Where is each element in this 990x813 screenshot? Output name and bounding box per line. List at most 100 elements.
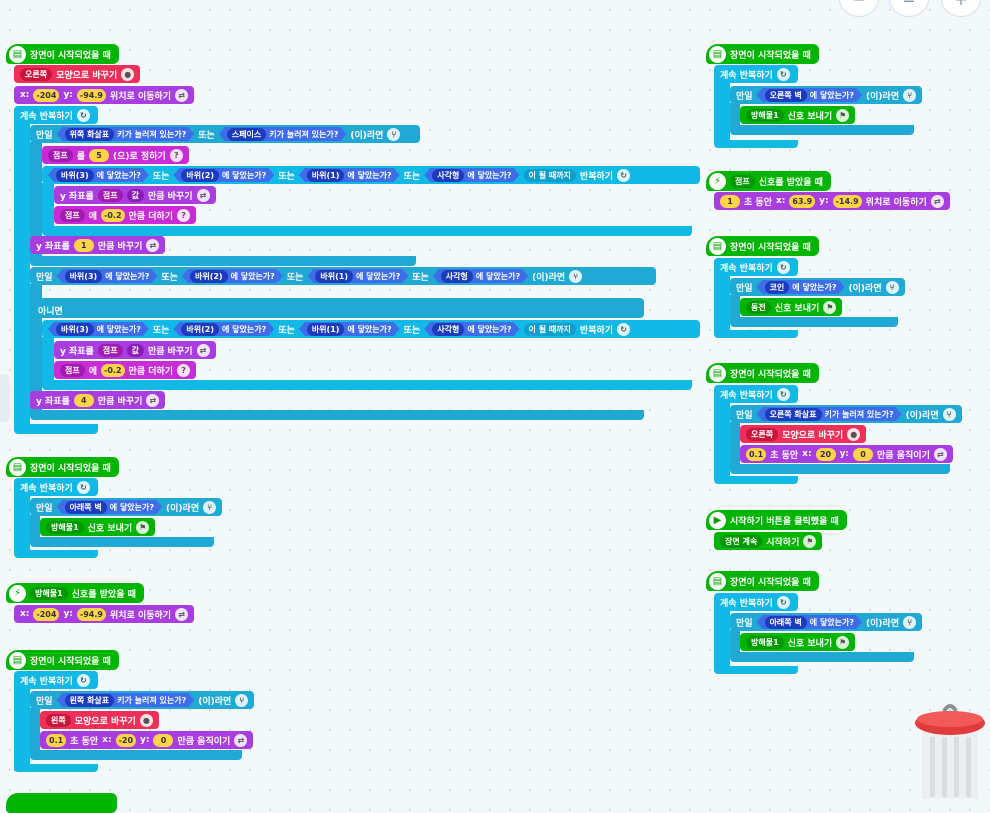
add-variable-block-2[interactable]: 점프 에 -0.2 만큼 더하기 ?	[54, 361, 197, 379]
start-scene-hat[interactable]: ▤ 장면이 시작되었을 때	[706, 363, 819, 383]
forever-block[interactable]: 계속 반복하기 ↻	[14, 106, 98, 124]
start-scene-block[interactable]: 장면 계속 시작하기 ⚑	[714, 532, 823, 550]
move-to-xy-block[interactable]: x: -204 y: -94.9 위치로 이동하기 ⇄	[14, 605, 195, 623]
send-signal-block[interactable]: 방해물1 신호 보내기 ⚑	[40, 518, 156, 536]
cond-rock3[interactable]: 바위(3)에 닿았는가?	[48, 322, 149, 336]
obj-dropdown[interactable]: 오른쪽 벽	[765, 89, 807, 102]
zoom-out-button[interactable]: −	[840, 0, 878, 16]
shape-dropdown[interactable]: 오른쪽	[746, 427, 779, 441]
trash-icon[interactable]	[914, 703, 986, 799]
key-dropdown[interactable]: 위쪽 화살표	[65, 128, 115, 141]
var-value-dropdown[interactable]: 값	[126, 188, 144, 202]
cond-rock2[interactable]: 바위(2)에 닿았는가?	[173, 168, 274, 182]
forever-block[interactable]: 계속 반복하기 ↻	[714, 385, 798, 403]
change-y-four-block[interactable]: y 좌표를 4 만큼 바꾸기 ⇄	[30, 391, 166, 409]
obj-dropdown[interactable]: 바위(1)	[307, 169, 345, 182]
x-input[interactable]: 63.9	[789, 194, 816, 208]
var-dropdown[interactable]: 점프	[60, 363, 85, 377]
start-scene-hat[interactable]: ▤ 장면이 시작되었을 때	[706, 44, 819, 64]
cond-rock1[interactable]: 바위(1)에 닿았는가?	[299, 168, 400, 182]
value-input[interactable]: -0.2	[101, 208, 125, 222]
repeat-mode-dropdown[interactable]: 이 될 때까지	[523, 168, 576, 182]
send-signal-block[interactable]: 동전 신호 보내기 ⚑	[740, 298, 843, 316]
value-input[interactable]: 5	[89, 148, 110, 162]
y-input[interactable]: -94.9	[76, 607, 106, 621]
signal-dropdown[interactable]: 방해물1	[30, 586, 68, 600]
shape-dropdown[interactable]: 오른쪽	[20, 67, 53, 81]
forever-block[interactable]: 계속 반복하기 ↻	[714, 258, 798, 276]
if-else-block[interactable]: 만일 바위(3)에 닿았는가? 또는 바위(2)에 닿았는가? 또는 바위(1)…	[30, 267, 656, 285]
repeat-until-block[interactable]: 바위(3)에 닿았는가? 또는 바위(2)에 닿았는가? 또는 바위(1)에 닿…	[42, 166, 700, 184]
obj-dropdown[interactable]: 바위(3)	[56, 169, 94, 182]
change-y-one-block[interactable]: y 좌표를 1 만큼 바꾸기 ⇄	[30, 236, 166, 254]
change-shape-block[interactable]: 오른쪽 모양으로 바꾸기 ●	[740, 425, 867, 443]
start-scene-hat[interactable]: ▤ 장면이 시작되었을 때	[706, 236, 819, 256]
receive-signal-hat[interactable]: ⚡ 점프 신호를 받았을 때	[706, 171, 831, 191]
var-dropdown[interactable]: 점프	[97, 188, 123, 202]
key-dropdown[interactable]: 왼쪽 화살표	[65, 694, 115, 707]
value-input[interactable]: -0.2	[101, 363, 125, 377]
y-input[interactable]: 0	[153, 733, 174, 747]
x-input[interactable]: 20	[815, 447, 836, 461]
change-shape-block[interactable]: 왼쪽 모양으로 바꾸기 ●	[40, 711, 159, 729]
var-dropdown[interactable]: 점프	[60, 208, 85, 222]
zoom-reset-button[interactable]: =	[890, 0, 928, 16]
start-scene-hat[interactable]: ▤ 장면이 시작되었을 때	[706, 571, 819, 591]
obj-dropdown[interactable]: 바위(3)	[56, 323, 94, 336]
cond-rock1[interactable]: 바위(1)에 닿았는가?	[299, 322, 400, 336]
time-input[interactable]: 0.1	[46, 733, 67, 747]
forever-block[interactable]: 계속 반복하기 ↻	[14, 671, 98, 689]
obj-dropdown[interactable]: 바위(3)	[65, 270, 103, 283]
palette-collapse-tab[interactable]	[0, 374, 10, 422]
move-to-xy-block[interactable]: x: -204 y: -94.9 위치로 이동하기 ⇄	[14, 86, 195, 104]
y-input[interactable]: -94.9	[76, 88, 106, 102]
glide-block[interactable]: 0.1 초 동안 x: -20 y: 0 만큼 움직이기 ⇄	[40, 731, 254, 749]
glide-to-block[interactable]: 1 초 동안 x: 63.9 y: -14.9 위치로 이동하기 ⇄	[714, 192, 950, 210]
x-input[interactable]: -204	[33, 88, 60, 102]
start-scene-hat[interactable]: ▤ 장면이 시작되었을 때	[6, 44, 119, 64]
value-input[interactable]: 4	[73, 393, 94, 407]
x-input[interactable]: -20	[115, 733, 137, 747]
signal-dropdown[interactable]: 동전	[746, 300, 771, 314]
cond-rock2[interactable]: 바위(2)에 닿았는가?	[173, 322, 274, 336]
forever-block[interactable]: 계속 반복하기 ↻	[714, 65, 798, 83]
obj-dropdown[interactable]: 아래쪽 벽	[765, 616, 807, 629]
obj-dropdown[interactable]: 바위(2)	[181, 323, 219, 336]
cond-rock2[interactable]: 바위(2)에 닿았는가?	[182, 269, 283, 283]
obj-dropdown[interactable]: 바위(2)	[190, 270, 228, 283]
signal-dropdown[interactable]: 점프	[730, 174, 755, 188]
signal-dropdown[interactable]: 방해물1	[46, 520, 84, 534]
obj-dropdown[interactable]: 아래쪽 벽	[65, 501, 107, 514]
time-input[interactable]: 1	[720, 194, 740, 208]
obj-dropdown[interactable]: 바위(1)	[315, 270, 353, 283]
obj-dropdown[interactable]: 사각형	[441, 270, 473, 283]
obj-dropdown[interactable]: 바위(2)	[181, 169, 219, 182]
key-dropdown[interactable]: 오른쪽 화살표	[765, 408, 822, 421]
y-input[interactable]: 0	[853, 447, 874, 461]
glide-block[interactable]: 0.1 초 동안 x: 20 y: 0 만큼 움직이기 ⇄	[740, 445, 953, 463]
forever-block[interactable]: 계속 반복하기 ↻	[14, 478, 98, 496]
var-dropdown[interactable]: 점프	[97, 343, 123, 357]
run-clicked-hat[interactable]: ▶ 시작하기 버튼을 클릭했을 때	[706, 510, 847, 530]
obj-dropdown[interactable]: 사각형	[432, 169, 464, 182]
signal-dropdown[interactable]: 방해물1	[746, 635, 784, 649]
change-y-block-2[interactable]: y 좌표를 점프 값 만큼 바꾸기 ⇄	[54, 341, 216, 359]
obj-dropdown[interactable]: 사각형	[432, 323, 464, 336]
send-signal-block[interactable]: 방해물1 신호 보내기 ⚑	[740, 633, 856, 651]
cond-rock3[interactable]: 바위(3)에 닿았는가?	[48, 168, 149, 182]
start-scene-hat-partial[interactable]	[6, 793, 117, 813]
